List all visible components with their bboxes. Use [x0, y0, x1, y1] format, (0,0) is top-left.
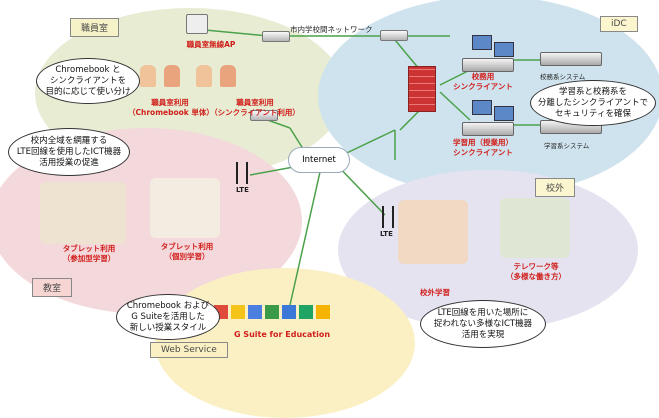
- staff-use-chromebook-sub: （Chromebook 単体）: [128, 107, 214, 117]
- classroom-label: 教室: [32, 278, 73, 297]
- switch-staff-icon: [262, 31, 290, 42]
- web-bubble-text: Chromebook および G Suiteを活用した 新しい授業スタイル: [126, 300, 210, 333]
- staff-use-thin: 職員室利用 （シンクライアント利用）: [205, 98, 305, 117]
- slides-icon: [316, 305, 330, 319]
- field-study-label: 校外学習: [420, 288, 450, 297]
- switch-city-icon: [380, 30, 408, 41]
- staff-bubble: Chromebook と シンクライアントを 目的に応じて使い分け: [36, 58, 140, 104]
- outside-bubble: LTE回線を用いた場所に 捉われない多様なICT機器 活用を実現: [420, 300, 546, 348]
- idc-bubble: 学習系と校務系を 分離したシンクライアントで セキュリティを確保: [530, 80, 656, 126]
- outside-bubble-text: LTE回線を用いた場所に 捉われない多様なICT機器 活用を実現: [433, 307, 533, 340]
- tablet-group-title: タブレット利用: [62, 244, 116, 253]
- learn-monitor-icon-1: [472, 100, 492, 115]
- teacher-chromebook-icon-2: [164, 65, 180, 87]
- tablet-group-sub: （参加型学習）: [62, 253, 116, 263]
- lte-tower-classroom-icon: [236, 162, 248, 184]
- admin-monitor-icon-2: [494, 42, 514, 57]
- individual-learning-image: [150, 178, 220, 238]
- classroom-bubble: 校内全域を網羅する LTE回線を使用したICT機器 活用授業の促進: [8, 128, 130, 176]
- classroom-app-icon: [265, 305, 279, 319]
- admin-system-label: 校務系システム: [540, 73, 586, 81]
- outside-label: 校外: [535, 178, 576, 197]
- teacher-chromebook-icon-1: [140, 65, 156, 87]
- wireless-ap-icon: [186, 14, 208, 34]
- learn-server-icon: [462, 122, 514, 136]
- internet-label: Internet: [302, 155, 336, 165]
- tablet-individual-title: タブレット利用: [160, 242, 214, 251]
- internet-cloud: Internet: [288, 147, 350, 173]
- telework-sub: （多様な働き方）: [506, 271, 566, 281]
- admin-system-server-icon: [540, 52, 602, 66]
- tablet-group-label: タブレット利用 （参加型学習）: [44, 244, 134, 263]
- lte-tower-outside-icon: [382, 206, 394, 228]
- staff-use-chromebook: 職員室利用 （Chromebook 単体）: [128, 98, 214, 117]
- staff-use-thin-title: 職員室利用: [236, 98, 274, 107]
- group-learning-image: [40, 182, 126, 244]
- telework-label: テレワーク等 （多様な働き方）: [486, 262, 586, 281]
- firewall-icon: [408, 66, 436, 112]
- wireless-ap-label: 職員室無線AP: [186, 40, 236, 49]
- tablet-individual-sub: （個別学習）: [164, 251, 210, 261]
- docs-icon: [282, 305, 296, 319]
- gsuite-label: G Suite for Education: [233, 330, 331, 339]
- telework-title: テレワーク等: [513, 262, 559, 271]
- sheets-icon: [299, 305, 313, 319]
- lte-outside-label: LTE: [380, 230, 393, 238]
- teacher-thin-icon-2: [220, 65, 236, 87]
- city-network-label: 市内学校間ネットワーク: [290, 25, 373, 34]
- drive-icon: [231, 305, 245, 319]
- teacher-thin-icon-1: [196, 65, 212, 87]
- idc-label: iDC: [600, 16, 638, 32]
- field-study-image: [398, 200, 468, 264]
- learn-thin-label: 学習用（授業用） シンクライアント: [453, 138, 513, 157]
- staff-use-thin-sub: （シンクライアント利用）: [210, 107, 300, 117]
- web-service-label: Web Service: [150, 342, 228, 358]
- calendar-icon: [248, 305, 262, 319]
- staff-use-chromebook-title: 職員室利用: [151, 98, 189, 107]
- idc-bubble-text: 学習系と校務系を 分離したシンクライアントで セキュリティを確保: [537, 86, 649, 119]
- learn-system-label: 学習系システム: [544, 142, 590, 150]
- admin-thin-label: 校務用 シンクライアント: [453, 72, 513, 91]
- staff-room-label: 職員室: [70, 18, 120, 37]
- tablet-individual-label: タブレット利用 （個別学習）: [142, 242, 232, 261]
- switch-staff-2-icon: [250, 110, 278, 121]
- telework-image: [500, 198, 570, 258]
- admin-monitor-icon-1: [472, 35, 492, 50]
- classroom-bubble-text: 校内全域を網羅する LTE回線を使用したICT機器 活用授業の促進: [16, 135, 122, 168]
- web-bubble: Chromebook および G Suiteを活用した 新しい授業スタイル: [116, 294, 220, 340]
- admin-server-icon: [462, 58, 514, 72]
- learn-monitor-icon-2: [494, 106, 514, 121]
- gsuite-icons: [214, 305, 338, 323]
- staff-bubble-text: Chromebook と シンクライアントを 目的に応じて使い分け: [45, 64, 131, 97]
- lte-classroom-label: LTE: [236, 186, 249, 194]
